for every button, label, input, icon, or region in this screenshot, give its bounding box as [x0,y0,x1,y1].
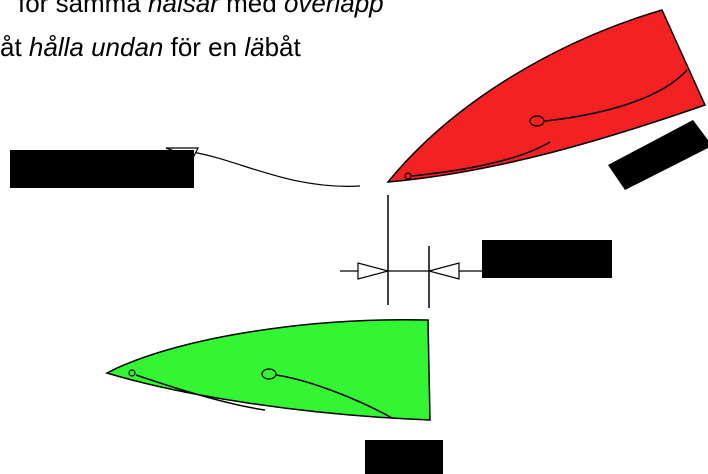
redacted-label-leeward [365,440,443,474]
caption-text: båt [264,32,301,62]
caption-term-overlapp: överlapp [283,0,384,18]
caption-term-la: lä [244,32,265,62]
caption-term-halla-undan: hålla undan [28,32,164,62]
redacted-label-bow [10,150,194,188]
windward-boat-mast [404,172,412,180]
caption-line-1: för samma halsar med överlapp [18,0,384,19]
windward-boat-mast-ring [529,115,545,127]
leeward-boat-boom [135,374,266,411]
caption-text: för samma [18,0,149,18]
redacted-label-windward [608,120,708,190]
windward-boat-boom [411,141,551,177]
leeward-boat-mast [128,369,136,377]
windward-boat-sail [544,69,688,122]
caption-text: åt [0,32,29,62]
caption-term-halsar: halsar [148,0,219,18]
dimension-arrow-left [357,262,391,280]
caption-line-2: åt hålla undan för en läbåt [0,32,392,63]
bow-leader-line [191,151,361,187]
caption-text: med [218,0,284,18]
dimension-arrow-right [426,262,460,280]
leeward-boat-hull [105,318,431,421]
leeward-boat [105,318,431,421]
windward-boat-hull [386,9,707,183]
redacted-label-distance [482,240,612,278]
windward-boat [386,9,707,183]
distance-dimension [340,195,482,308]
bow-leader [165,147,361,187]
leeward-boat-mast-ring [261,368,277,380]
caption-text: för en [163,32,245,62]
leeward-boat-sail [275,374,393,419]
